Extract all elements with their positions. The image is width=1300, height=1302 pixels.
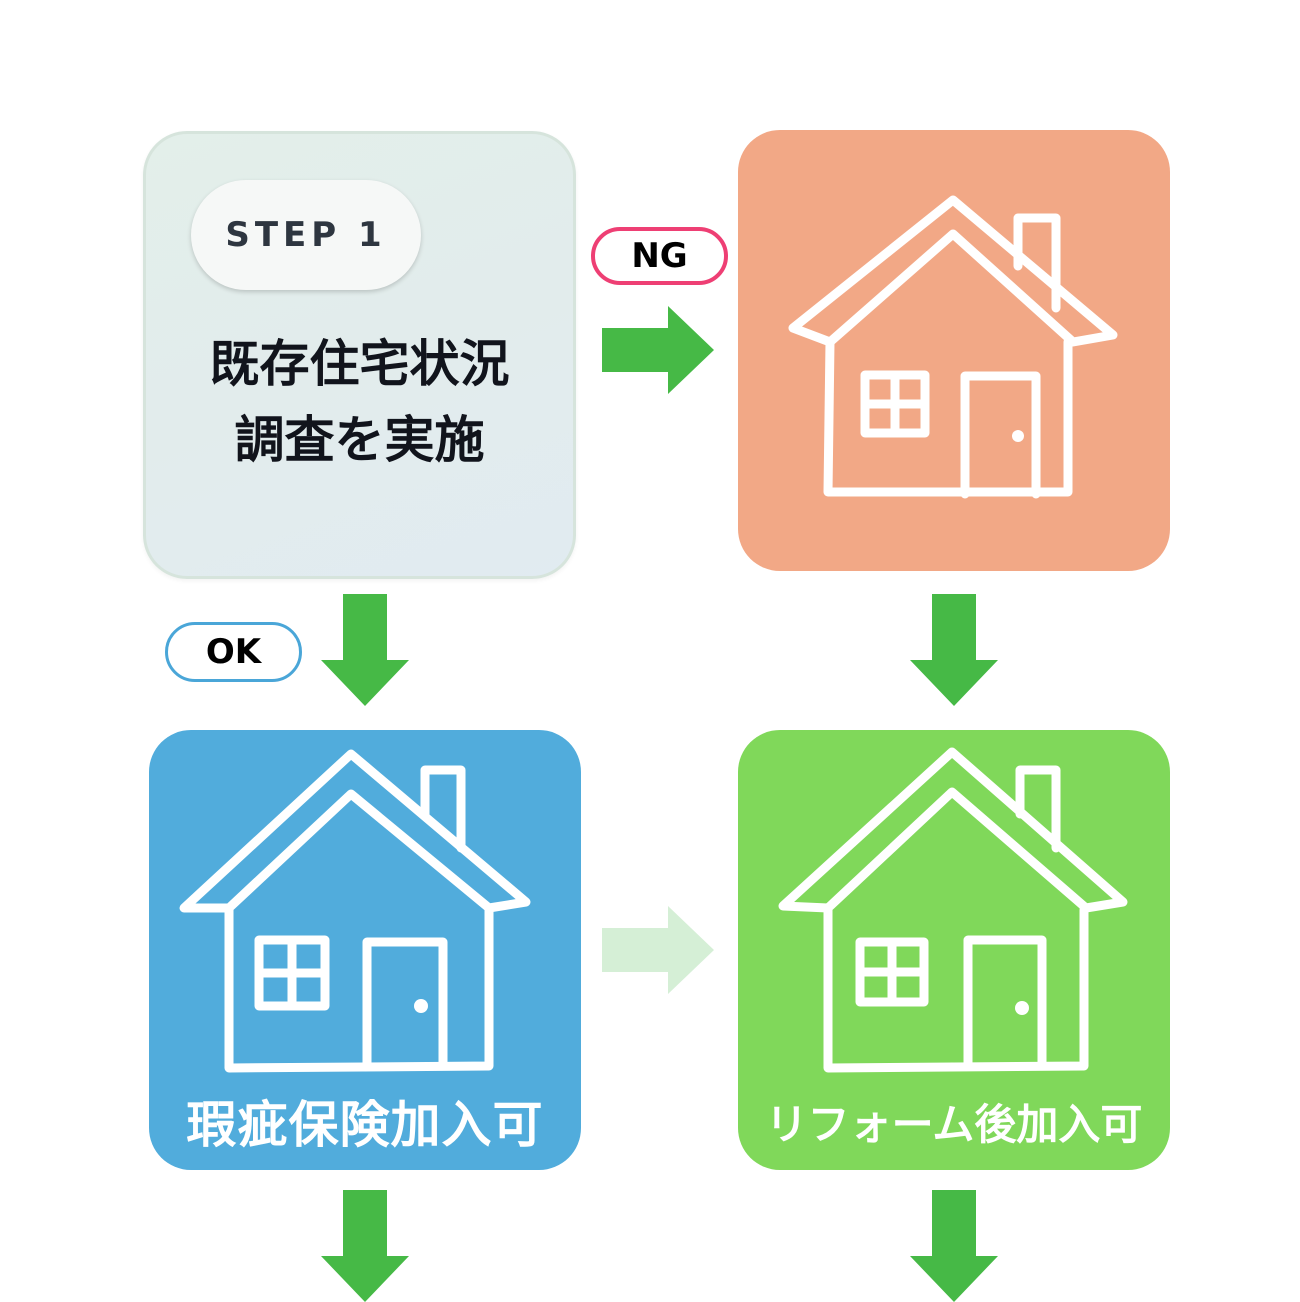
house-icon: [778, 747, 1128, 1073]
arrow-right-icon: [602, 306, 714, 394]
arrow-down-icon: [910, 1190, 998, 1302]
arrow-down-icon: [321, 594, 409, 706]
house-icon: [788, 195, 1118, 499]
step-title: 既存住宅状況 調査を実施: [146, 326, 573, 478]
arrow-down-icon: [910, 594, 998, 706]
arrow-down-icon: [321, 1190, 409, 1302]
step-title-line2: 調査を実施: [234, 411, 485, 469]
ng-tag: NG: [591, 227, 728, 285]
arrow-right-icon: [602, 906, 714, 994]
step-title-line1: 既存住宅状況: [209, 335, 510, 393]
insurance-ok-panel: 瑕疵保険加入可: [149, 730, 581, 1170]
ok-tag: OK: [165, 622, 302, 682]
step-badge: STEP 1: [191, 180, 421, 290]
house-icon: [179, 749, 531, 1073]
step1-panel: STEP 1 既存住宅状況 調査を実施: [143, 131, 576, 579]
insurance-ok-label: 瑕疵保険加入可: [186, 1096, 544, 1154]
reform-panel: リフォーム後加入可: [738, 730, 1170, 1170]
reform-label: リフォーム後加入可: [765, 1100, 1143, 1149]
ng-panel: [738, 130, 1170, 571]
